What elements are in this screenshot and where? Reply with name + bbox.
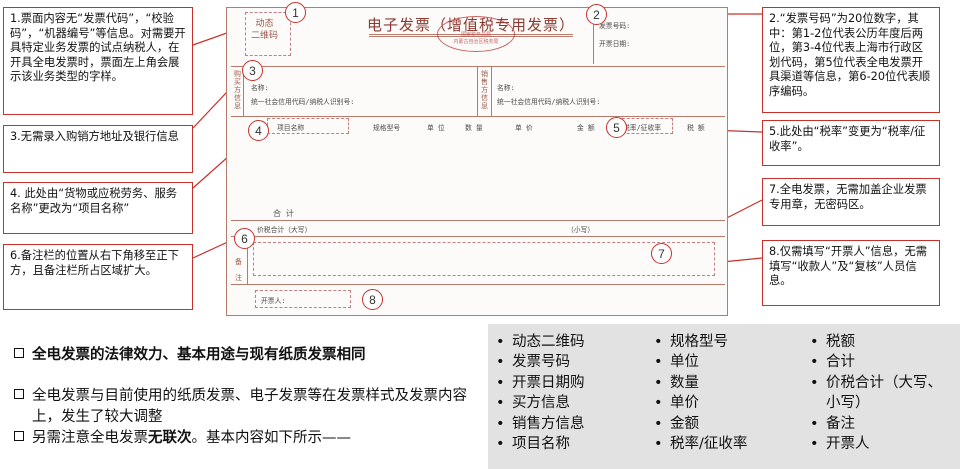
note-4: 4. 此处由“货物或应税劳务、服务名称”更改为“项目名称” — [3, 182, 193, 234]
list-item: 金额 — [652, 414, 747, 435]
marker-5: 5 — [606, 117, 627, 138]
price-tax-total-label: 价税合计（大写） — [257, 226, 312, 234]
list-item: 备注 — [808, 414, 958, 435]
total-label: 合 计 — [273, 209, 294, 218]
list-item: 买方信息 — [494, 393, 585, 414]
list-item: 项目名称 — [494, 434, 585, 455]
col-amount: 金 额 — [577, 124, 595, 132]
marker-8: 8 — [362, 289, 383, 310]
marker-4: 4 — [248, 120, 269, 141]
qr-code-area — [245, 12, 291, 56]
col-item-name: 项目名称 — [277, 124, 305, 132]
statement-1: 全电发票的法律效力、基本用途与现有纸质发票相同 — [14, 345, 366, 366]
contents-column-3: 税额 合计 价税合计（大写、 小写） 备注 开票人 — [808, 332, 958, 455]
col-tax-amount: 税 额 — [687, 124, 705, 132]
square-bullet-icon — [14, 348, 24, 358]
list-item: 开票日期购 — [494, 373, 585, 394]
seller-name-label: 名称: — [497, 84, 515, 92]
list-item: 税率/征收率 — [652, 434, 747, 455]
marker-6: 6 — [234, 228, 255, 249]
list-item: 税额 — [808, 332, 958, 353]
col-price: 单 价 — [515, 124, 533, 132]
note-1: 1.票面内容无“发票代码”，“校验码”，“机器编号”等信息。对需要开具特定业务发… — [3, 7, 193, 115]
list-item: 发票号码 — [494, 352, 585, 373]
remarks-area — [253, 242, 715, 276]
issuer-label: 开票人: — [261, 297, 286, 305]
marker-7: 7 — [651, 243, 672, 264]
note-3: 3.无需录入购销方地址及银行信息 — [3, 125, 193, 173]
note-2: 2.“发票号码”为20位数字，其中：第1-2位代表公历年度后两位，第3-4位代表… — [762, 7, 940, 113]
note-7: 7.全电发票，无需加盖企业发票专用章，无密码区。 — [762, 178, 940, 226]
invoice-sample: 动态 二维码 电子发票（增值税专用发票） 国家税务总局 内蒙古自治区税务局 发票… — [226, 7, 728, 316]
col-spec: 规格型号 — [373, 124, 401, 132]
list-item-continuation: 小写） — [826, 395, 870, 412]
list-item: 数量 — [652, 373, 747, 394]
list-item: 动态二维码 — [494, 332, 585, 353]
contents-column-2: 规格型号 单位 数量 单价 金额 税率/征收率 — [652, 332, 747, 455]
list-item: 单位 — [652, 352, 747, 373]
buyer-taxid-label: 统一社会信用代码/纳税人识别号: — [251, 98, 355, 106]
note-8: 8.仅需填写“开票人”信息，无需填写“收款人”及“复核”人员信息。 — [762, 240, 940, 306]
invoice-no-label: 发票号码: — [599, 22, 631, 30]
contents-column-1: 动态二维码 发票号码 开票日期购 买方信息 销售方信息 项目名称 — [494, 332, 585, 455]
tax-seal: 国家税务总局 内蒙古自治区税务局 — [437, 16, 515, 52]
statement-3: 另需注意全电发票无联次。基本内容如下所示—— — [14, 428, 351, 449]
issuer-box — [255, 290, 351, 308]
qr-label: 动态 二维码 — [251, 19, 279, 41]
square-bullet-icon — [14, 431, 24, 441]
note-5: 5.此处由“税率”变更为“税率/征收率”。 — [762, 120, 940, 166]
list-item: 价税合计（大写、 — [808, 373, 958, 394]
marker-3: 3 — [242, 60, 263, 81]
col-unit: 单 位 — [427, 124, 445, 132]
seller-side-label: 销 售 方 信 息 — [481, 70, 488, 110]
col-qty: 数 量 — [465, 124, 483, 132]
invoice-contents-panel: 动态二维码 发票号码 开票日期购 买方信息 销售方信息 项目名称 规格型号 单位… — [488, 324, 960, 469]
list-item: 开票人 — [808, 434, 958, 455]
marker-2: 2 — [586, 4, 607, 25]
remarks-label: 备 注 — [235, 258, 242, 282]
statement-2: 全电发票与目前使用的纸质发票、电子发票等在发票样式及发票内容上，发生了较大调整 — [14, 386, 478, 428]
col-tax-rate: 税率/征收率 — [623, 124, 662, 132]
list-item: 销售方信息 — [494, 414, 585, 435]
small-write-label: （小写） — [567, 226, 595, 234]
invoice-date-label: 开票日期: — [599, 40, 631, 48]
list-item: 规格型号 — [652, 332, 747, 353]
list-item: 合计 — [808, 352, 958, 373]
list-item: 单价 — [652, 393, 747, 414]
buyer-name-label: 名称: — [251, 84, 269, 92]
square-bullet-icon — [14, 389, 24, 399]
seller-taxid-label: 统一社会信用代码/纳税人识别号: — [497, 98, 601, 106]
marker-1: 1 — [285, 2, 306, 23]
buyer-side-label: 购 买 方 信 息 — [234, 70, 241, 110]
note-6: 6.备注栏的位置从右下角移至正下方，且备注栏所占区域扩大。 — [3, 244, 193, 310]
